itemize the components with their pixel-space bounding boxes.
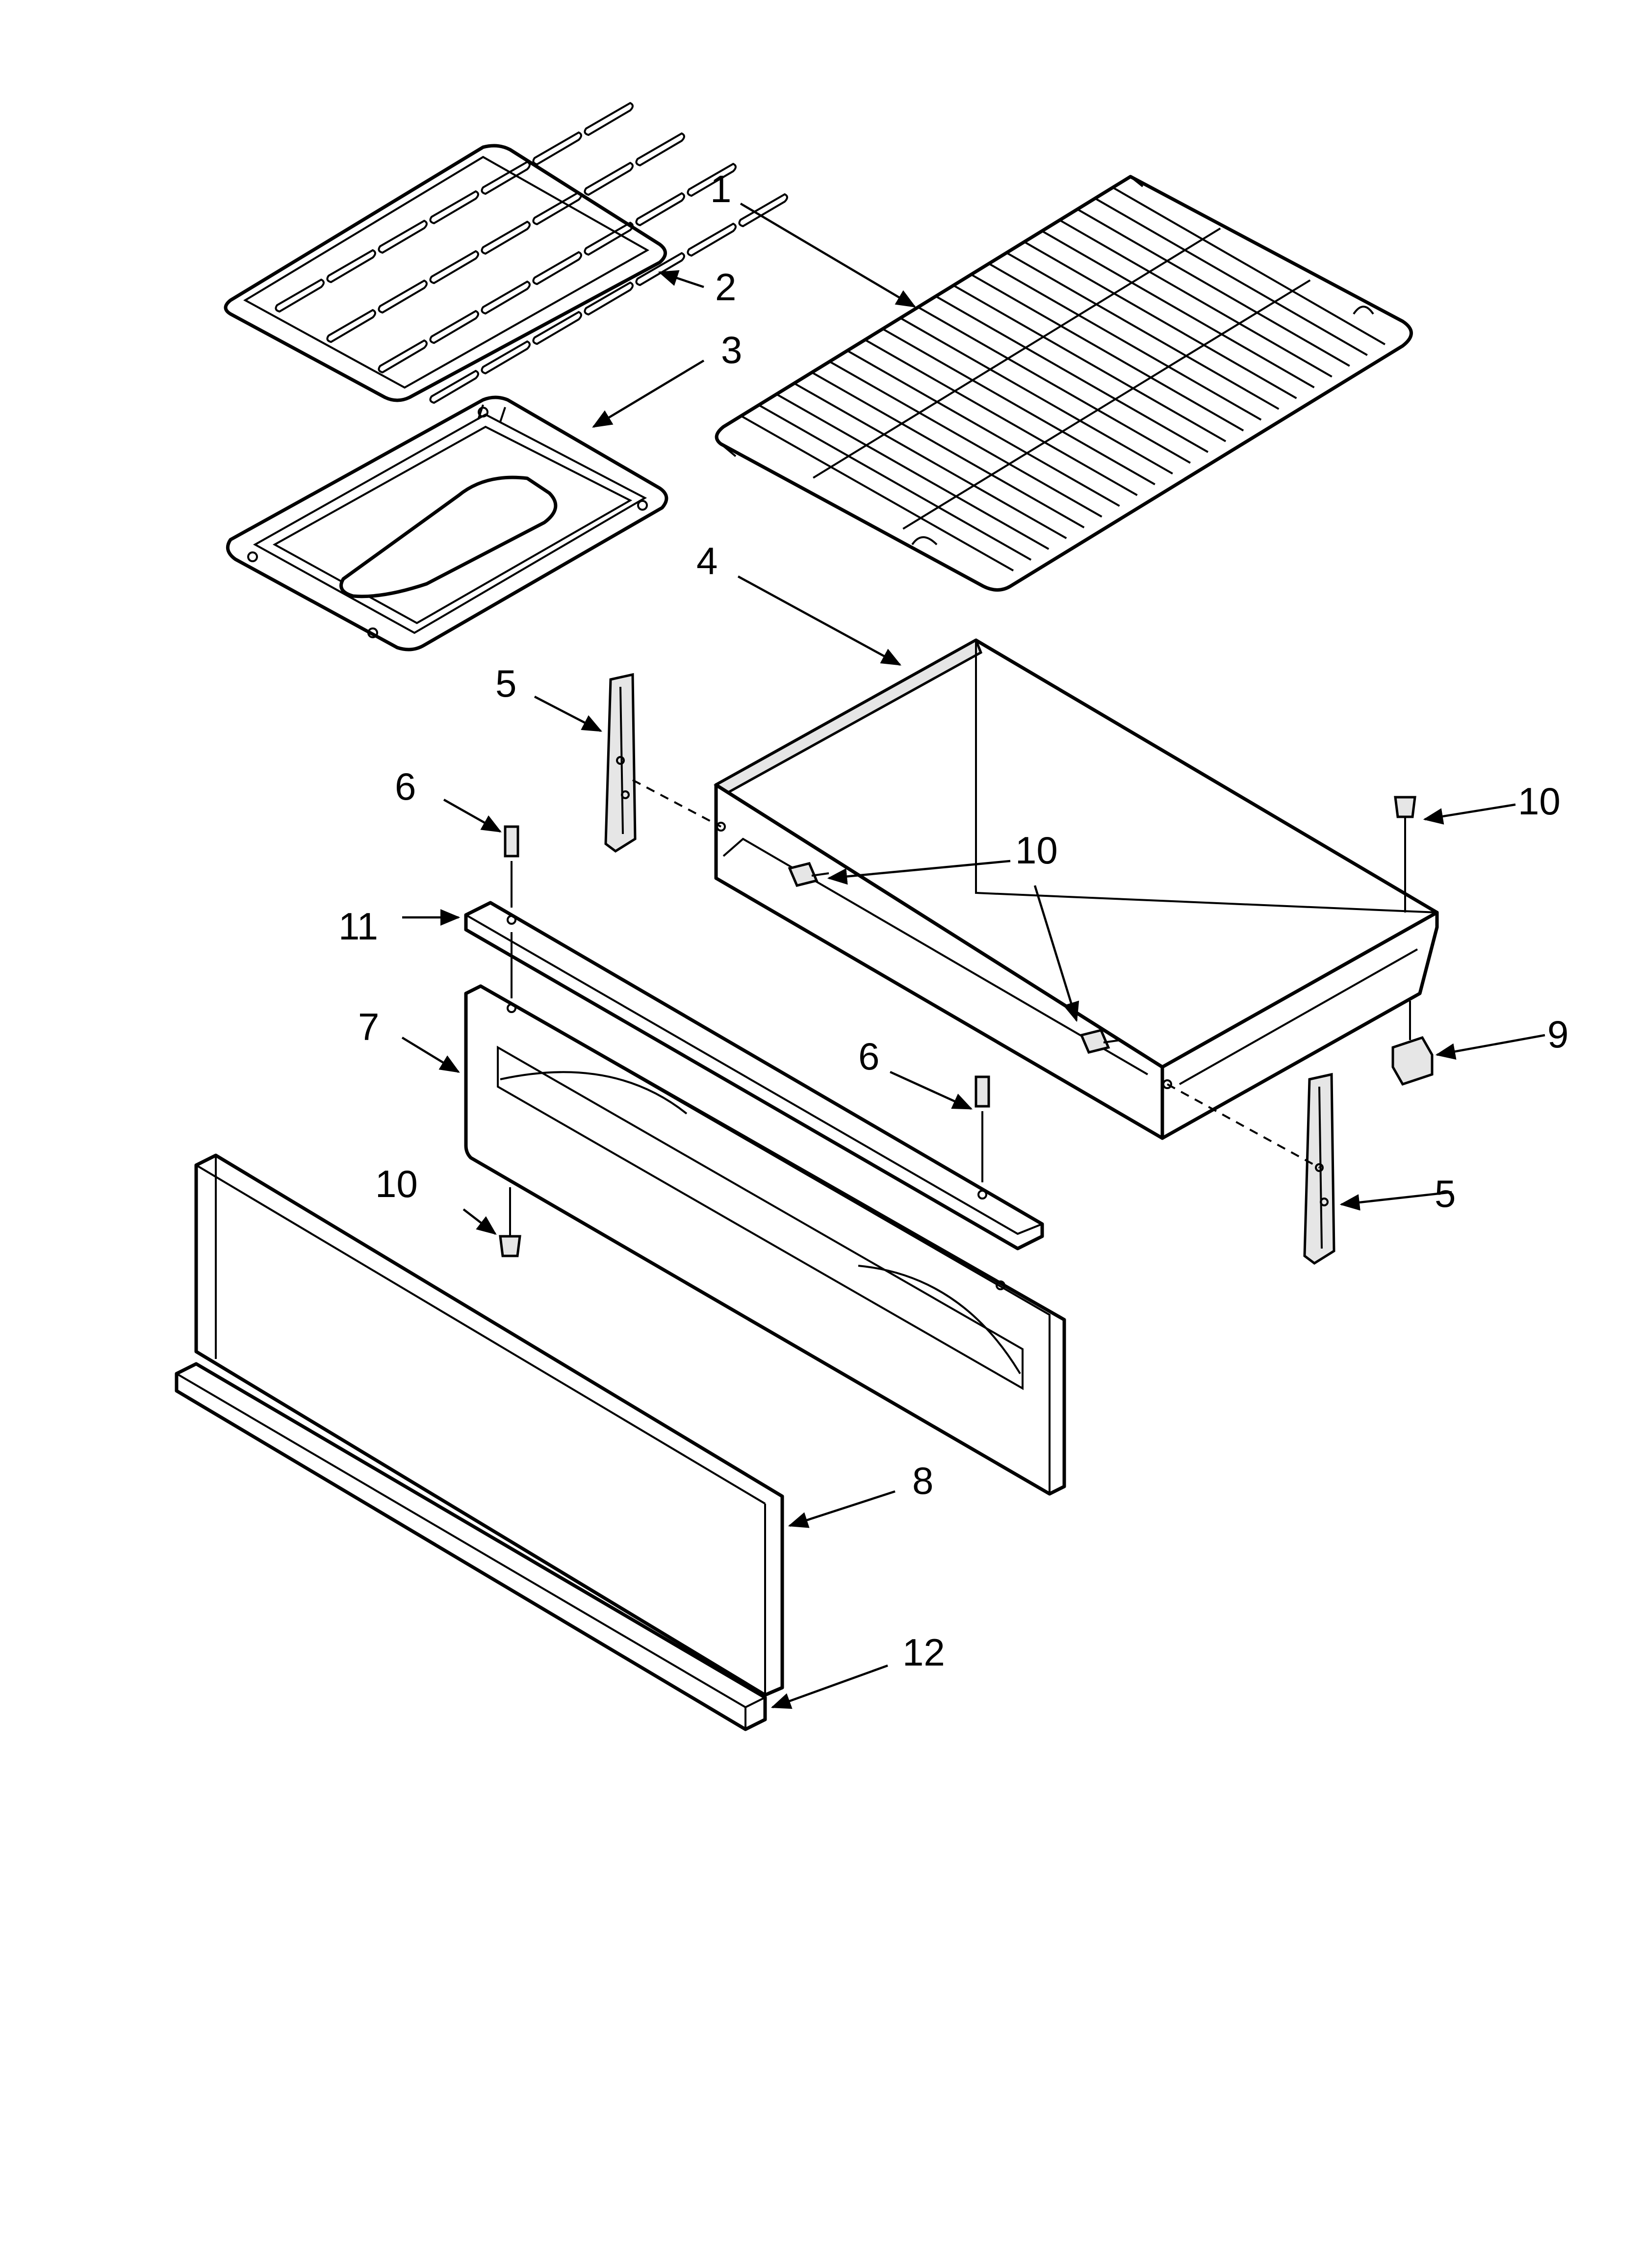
rack-wire: [1024, 241, 1297, 399]
drawer-side-rail-right: [1303, 1072, 1335, 1265]
grid-slot: [584, 102, 634, 136]
grid-slot: [378, 339, 428, 374]
rack-wire: [1077, 208, 1350, 367]
rack-wire: [741, 415, 1014, 572]
pin-left: [504, 825, 519, 908]
rack-wire: [829, 361, 1103, 518]
grid-slot: [584, 161, 634, 196]
callout-11: 11: [338, 905, 378, 948]
rack-wire: [953, 285, 1227, 443]
rack-wires: [741, 186, 1385, 572]
kick-panel: [194, 1153, 784, 1697]
callout-1: 1: [710, 167, 731, 210]
grid-slot: [635, 192, 685, 227]
grid-slot: [481, 340, 531, 375]
screw-lower-left: [499, 1187, 521, 1257]
rack-cross-wire: [902, 279, 1311, 530]
rack-wire: [1041, 230, 1315, 389]
rack-wire: [971, 273, 1244, 432]
grid-slots: [275, 102, 788, 404]
callout-10-center: 10: [1015, 829, 1058, 872]
grid-slot: [635, 132, 685, 167]
rack-wire: [811, 371, 1085, 528]
callout-6-left: 6: [395, 765, 416, 808]
grid-slot: [481, 160, 531, 195]
grid-slot: [532, 311, 582, 345]
leader-lines: [401, 203, 1545, 1709]
callout-5-lower: 5: [1435, 1172, 1456, 1215]
callout-2: 2: [715, 265, 736, 309]
broiler-pan: [226, 395, 668, 652]
callout-12: 12: [902, 1631, 945, 1674]
grid-slot: [429, 310, 479, 344]
grid-slot: [429, 190, 479, 225]
grid-slot: [532, 191, 582, 226]
grid-slot: [584, 221, 634, 256]
grid-slot: [687, 162, 737, 197]
callout-10-left: 10: [375, 1162, 418, 1205]
drawer-slide-clip: [1391, 1001, 1434, 1086]
screw-drawer-mid: [1079, 1029, 1121, 1054]
pin-right: [975, 1075, 990, 1182]
rack-wire: [1112, 186, 1385, 345]
grid-slot: [378, 219, 428, 254]
callout-10-right: 10: [1518, 780, 1561, 823]
oven-rack: [715, 175, 1413, 592]
callout-6-right: 6: [858, 1035, 879, 1078]
rack-wire: [776, 393, 1050, 550]
screw-drawer-front: [788, 862, 829, 887]
rack-wire: [988, 262, 1262, 421]
drawer-trim-bar: [464, 901, 1044, 1251]
rack-wire: [864, 339, 1138, 496]
drawer-front-panel: [464, 984, 1066, 1496]
callout-7: 7: [358, 1005, 379, 1048]
callout-9: 9: [1547, 1013, 1568, 1056]
grid-slot: [481, 280, 531, 315]
rack-wire: [1006, 252, 1280, 410]
rack-wire: [758, 404, 1032, 561]
grid-slot: [429, 369, 479, 404]
rack-wire: [882, 328, 1155, 486]
grid-slot: [429, 250, 479, 285]
screw-upper-right: [1394, 796, 1416, 912]
grid-slot: [532, 131, 582, 166]
rack-wire: [794, 382, 1067, 539]
drawer-side-rail-left: [604, 673, 637, 853]
grid-slot: [275, 278, 325, 313]
callout-4: 4: [696, 539, 718, 582]
broiler-grid: [224, 102, 788, 404]
rack-wire: [1059, 219, 1333, 378]
callout-8: 8: [912, 1459, 933, 1502]
grid-slot: [481, 220, 531, 255]
callout-3: 3: [721, 328, 742, 371]
grid-slot: [326, 309, 376, 343]
rack-wire: [1094, 197, 1368, 356]
rack-cross-wire: [813, 227, 1221, 479]
rack-wire: [847, 350, 1120, 507]
drawer-body: [714, 638, 1439, 1140]
grid-slot: [326, 249, 376, 284]
grid-slot: [378, 279, 428, 314]
grid-slot: [687, 222, 737, 257]
rack-wire: [899, 317, 1173, 475]
rack-wire: [917, 306, 1191, 464]
bottom-rail: [175, 1362, 767, 1731]
callout-5-upper: 5: [495, 662, 516, 705]
grid-slot: [738, 193, 788, 228]
grid-slot: [635, 252, 685, 287]
grid-slot: [584, 281, 634, 316]
rack-wire: [935, 295, 1209, 453]
grid-slot: [532, 251, 582, 286]
